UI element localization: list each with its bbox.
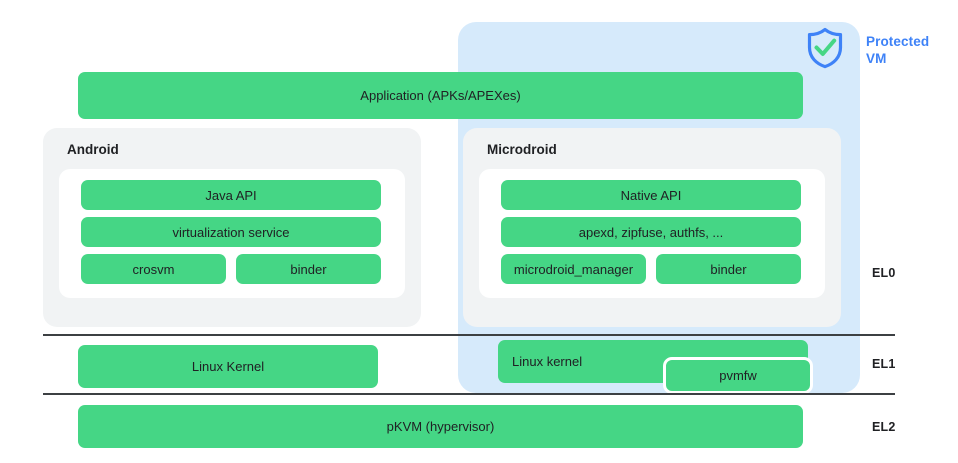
android-block-binder: binder (236, 254, 381, 284)
application-block: Application (APKs/APEXes) (78, 72, 803, 119)
exception-level-label-el0: EL0 (872, 266, 896, 280)
microdroid-inner-panel: Native API apexd, zipfuse, authfs, ... m… (479, 169, 825, 298)
android-block-crosvm: crosvm (81, 254, 226, 284)
microdroid-block-microdroid-manager: microdroid_manager (501, 254, 646, 284)
divider-el1-el2 (43, 393, 895, 395)
divider-el0-el1 (43, 334, 895, 336)
android-panel: Android Java API virtualization service … (43, 128, 421, 327)
protected-vm-label: Protected VM (866, 33, 952, 67)
android-block-java-api: Java API (81, 180, 381, 210)
exception-level-label-el2: EL2 (872, 420, 896, 434)
microdroid-block-binder: binder (656, 254, 801, 284)
shield-check-icon (806, 27, 844, 69)
microdroid-panel-title: Microdroid (487, 142, 557, 157)
android-block-virtualization-service: virtualization service (81, 217, 381, 247)
exception-level-label-el1: EL1 (872, 357, 896, 371)
android-inner-panel: Java API virtualization service crosvm b… (59, 169, 405, 298)
android-linux-kernel-block: Linux Kernel (78, 345, 378, 388)
microdroid-panel: Microdroid Native API apexd, zipfuse, au… (463, 128, 841, 327)
android-panel-title: Android (67, 142, 119, 157)
protected-vm-label-line2: VM (866, 51, 887, 66)
pvmfw-block: pvmfw (663, 357, 813, 394)
microdroid-block-native-api: Native API (501, 180, 801, 210)
microdroid-block-daemons: apexd, zipfuse, authfs, ... (501, 217, 801, 247)
hypervisor-block: pKVM (hypervisor) (78, 405, 803, 448)
protected-vm-label-line1: Protected (866, 34, 930, 49)
